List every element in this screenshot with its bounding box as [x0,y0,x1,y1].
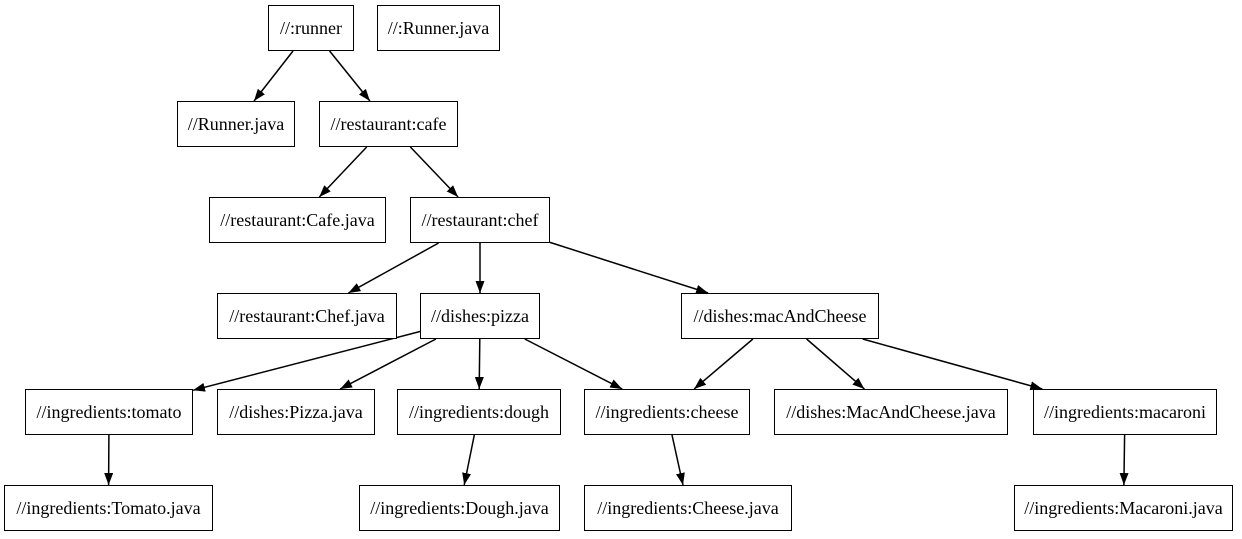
edge-cafe-to-chef [409,146,459,198]
edge-chef-to-macandcheese [549,241,709,294]
edge-pizza-to-dough [474,338,484,390]
graph-node-macaroni-java: //ingredients:Macaroni.java [1014,485,1233,531]
graph-node-macaroni: //ingredients:macaroni [1033,389,1217,435]
graph-node-cafe: //restaurant:cafe [319,101,458,147]
graph-node-pizza: //dishes:pizza [420,293,540,339]
edge-chef-to-chef-java [348,242,439,294]
edge-macandcheese-to-cheese [693,338,754,390]
graph-node-cheese: //ingredients:cheese [584,389,750,435]
graph-node-macandcheese-java: //dishes:MacAndCheese.java [774,389,1008,435]
graph-node-dough: //ingredients:dough [397,389,561,435]
edge-runner-to-runner-java [253,50,294,102]
graph-node-runner: //:runner [268,5,354,51]
edge-macaroni-to-macaroni-java [1119,434,1129,486]
graph-node-tomato: //ingredients:tomato [25,389,193,435]
graph-node-cheese-java: //ingredients:Cheese.java [584,485,792,531]
edge-macandcheese-to-macandcheese-java [806,338,865,390]
graph-node-macandcheese: //dishes:macAndCheese [681,293,879,339]
graph-node-runner-java: //Runner.java [177,101,295,147]
graph-node-chef: //restaurant:chef [410,197,550,243]
edge-pizza-to-tomato [192,330,421,392]
edge-dough-to-dough-java [462,434,476,486]
edge-runner-to-cafe [329,50,371,102]
edge-cheese-to-cheese-java [671,434,685,486]
edge-pizza-to-pizza-java [339,338,437,390]
edge-cafe-to-cafe-java [318,146,368,198]
graph-node-chef-java: //restaurant:Chef.java [217,293,397,339]
graph-node-pizza-java: //dishes:Pizza.java [217,389,375,435]
edge-pizza-to-cheese [524,338,623,390]
graph-node-tomato-java: //ingredients:Tomato.java [4,485,213,531]
graph-node-dough-java: //ingredients:Dough.java [359,485,560,531]
graph-node-runner-java-root: //:Runner.java [377,5,500,51]
graph-node-cafe-java: //restaurant:Cafe.java [209,197,386,243]
edge-macandcheese-to-macaroni [862,338,1043,391]
